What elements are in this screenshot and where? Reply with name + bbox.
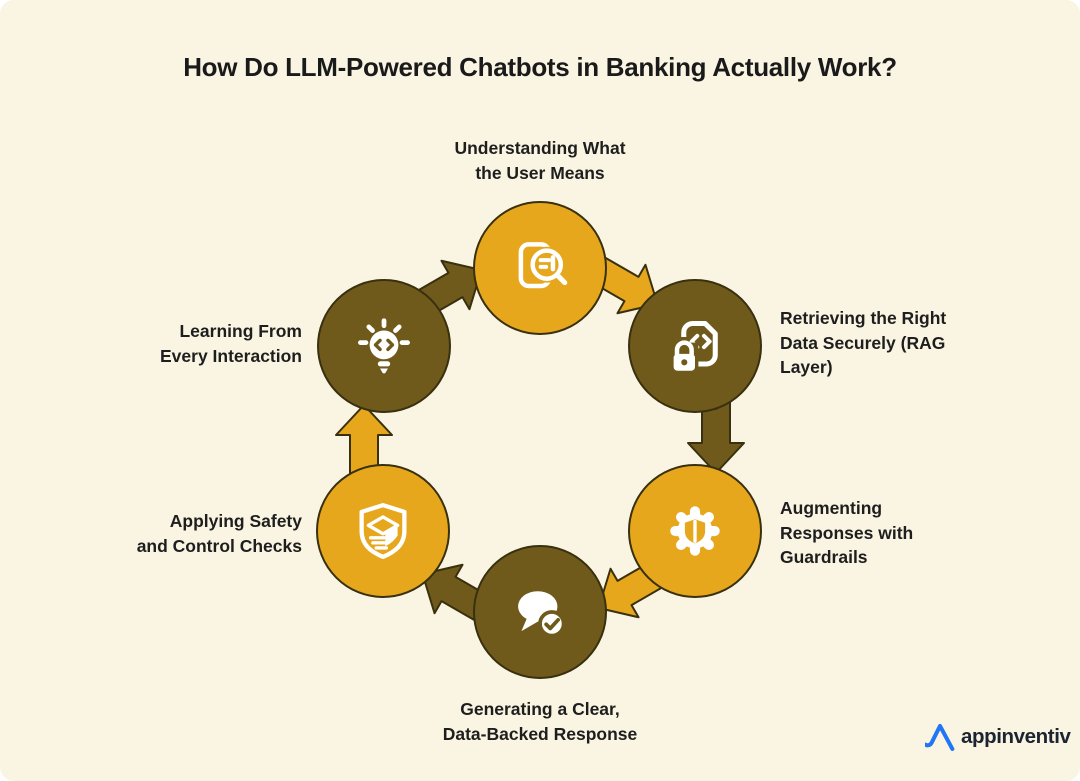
step-circle-applying [316, 464, 450, 598]
gear-shield-icon [670, 506, 720, 556]
step-circle-generating [473, 545, 607, 679]
step-circle-learning [317, 279, 451, 413]
chat-check-icon [518, 591, 566, 638]
step-label-applying: Applying Safety and Control Checks [136, 511, 302, 556]
step-circle-retrieving [628, 279, 762, 413]
shield-package-icon [359, 502, 407, 560]
step-circle-augmenting [628, 464, 762, 598]
bulb-code-icon [358, 318, 410, 374]
brand-logo-text: appinventiv [961, 725, 1071, 748]
step-label-generating: Generating a Clear, Data-Backed Response [442, 699, 638, 744]
step-label-augmenting: Augmenting Responses with Guardrails [780, 498, 914, 567]
appinventiv-logo-icon [925, 723, 955, 751]
secure-document-code-icon [670, 320, 718, 373]
page-title: How Do LLM-Powered Chatbots in Banking A… [183, 52, 897, 82]
step-label-understanding: Understanding What the User Means [454, 138, 626, 183]
brand-logo: appinventiv [925, 722, 1071, 752]
step-circle-understanding [473, 201, 607, 335]
step-label-learning: Learning From Every Interaction [160, 321, 302, 366]
document-search-icon [518, 242, 568, 289]
step-label-retrieving: Retrieving the Right Data Securely (RAG … [780, 308, 947, 377]
